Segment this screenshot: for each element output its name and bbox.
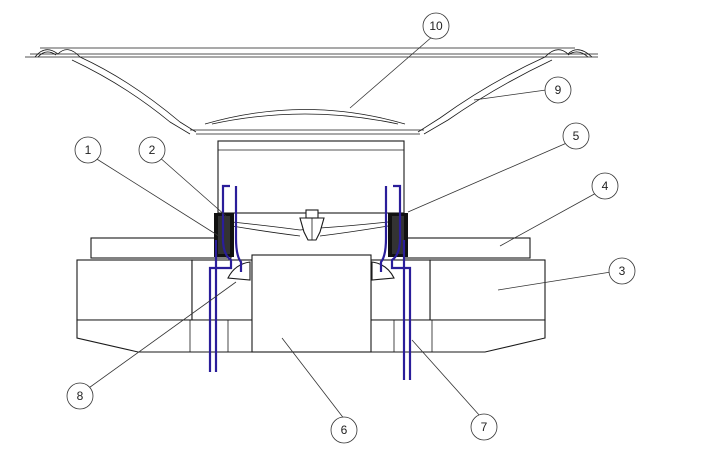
svg-text:4: 4 <box>602 179 609 193</box>
svg-text:8: 8 <box>77 389 84 403</box>
svg-text:10: 10 <box>429 19 443 33</box>
svg-text:5: 5 <box>573 129 580 143</box>
gap-insert <box>227 261 395 281</box>
svg-text:2: 2 <box>149 143 156 157</box>
callout-7: 7 <box>470 413 498 441</box>
svg-text:3: 3 <box>619 264 626 278</box>
svg-text:6: 6 <box>341 423 348 437</box>
dust-cap <box>204 109 406 125</box>
callout-6: 6 <box>330 416 358 444</box>
svg-text:1: 1 <box>85 143 92 157</box>
callout-3: 3 <box>608 257 636 285</box>
svg-text:7: 7 <box>481 420 488 434</box>
leader-lines <box>85 35 612 421</box>
coil-former <box>217 140 405 214</box>
pole-piece <box>251 254 372 353</box>
callout-1: 1 <box>74 136 102 164</box>
spider <box>231 209 389 241</box>
callout-4: 4 <box>591 172 619 200</box>
callouts: 10 9 5 4 3 1 2 8 <box>66 12 636 444</box>
callout-9: 9 <box>544 76 572 104</box>
callout-5: 5 <box>562 122 590 150</box>
svg-text:9: 9 <box>555 83 562 97</box>
lead-wires <box>208 184 412 380</box>
callout-10: 10 <box>422 12 450 40</box>
top-plate <box>90 237 531 259</box>
speaker-cone <box>25 47 598 135</box>
callout-2: 2 <box>138 136 166 164</box>
callout-8: 8 <box>66 382 94 410</box>
